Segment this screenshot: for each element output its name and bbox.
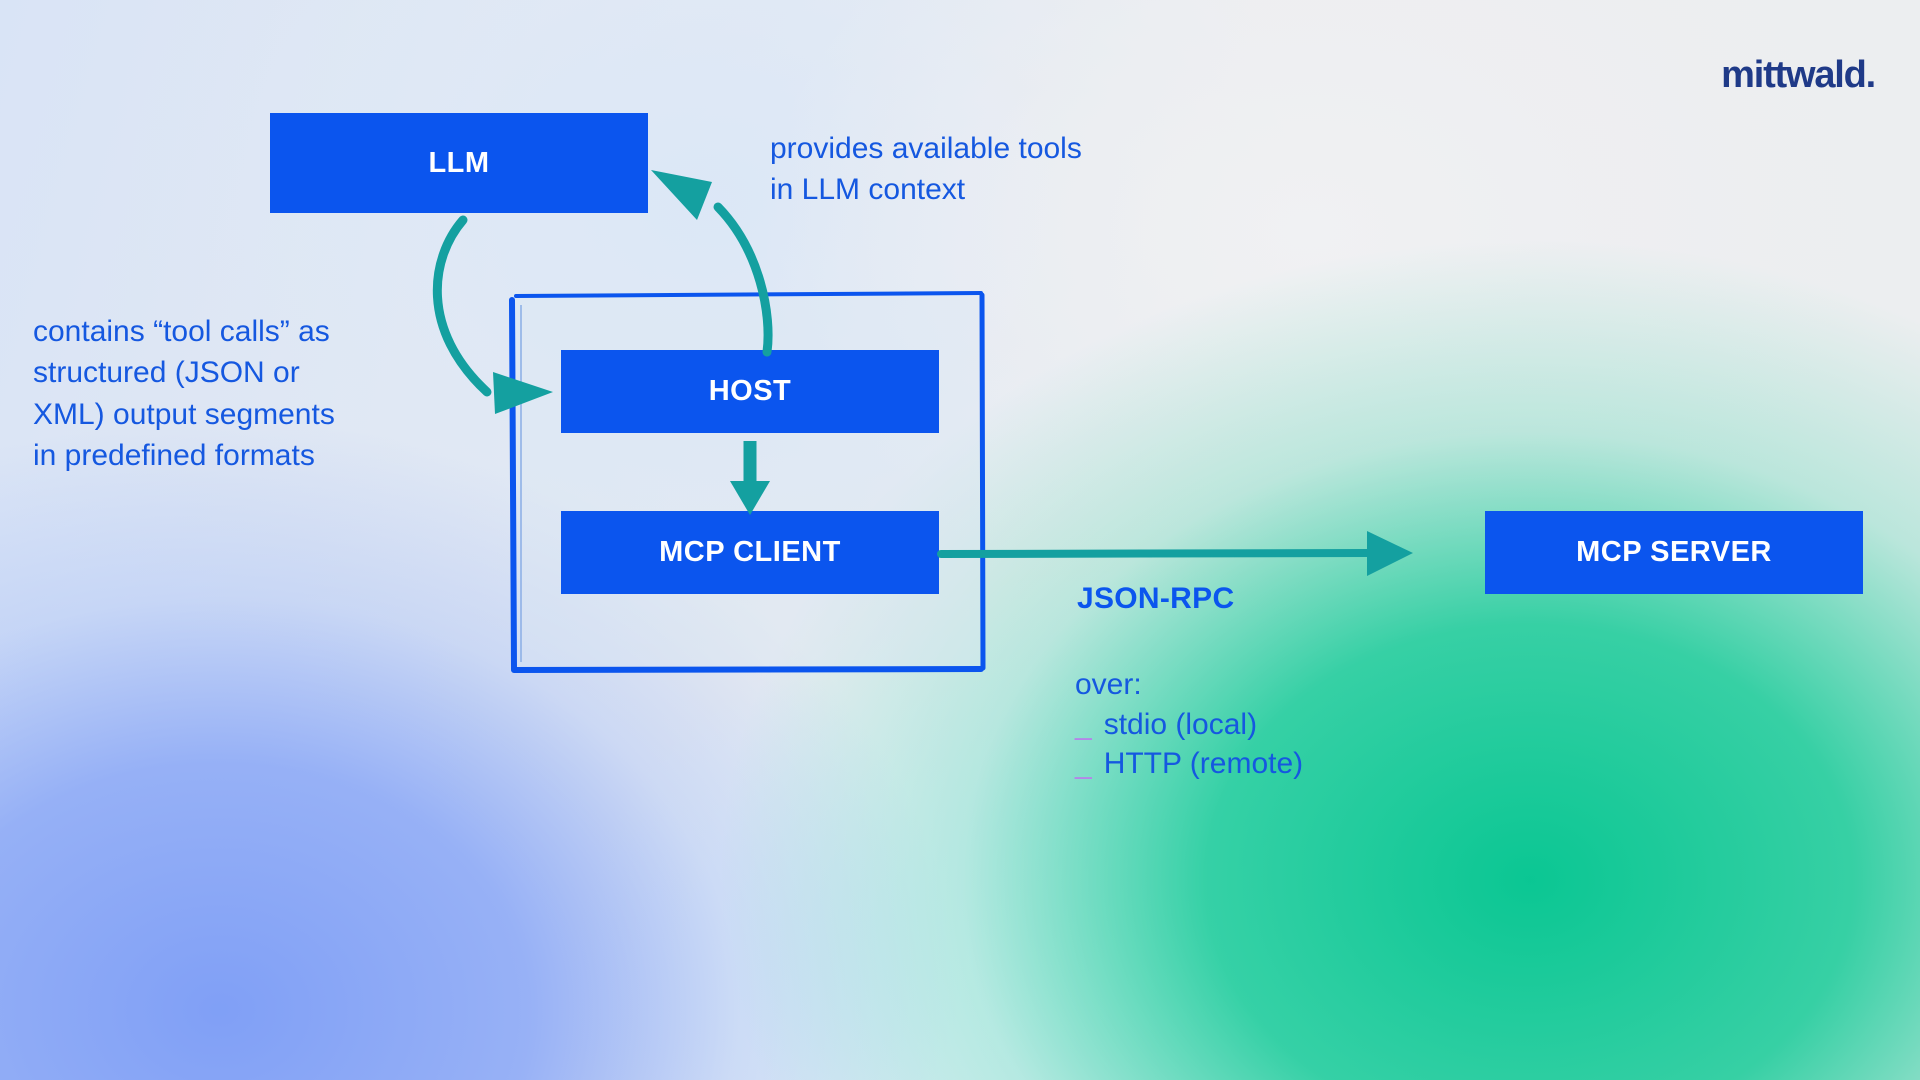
node-host[interactable]: HOST: [561, 350, 939, 433]
bullet-dash-icon: _: [1075, 707, 1092, 741]
transport-option-stdio: _ stdio (local): [1075, 705, 1303, 745]
node-mcp-server[interactable]: MCP SERVER: [1485, 511, 1863, 594]
node-mcp-client[interactable]: MCP CLIENT: [561, 511, 939, 594]
transport-option-stdio-label: stdio (local): [1103, 707, 1258, 741]
label-json-rpc: JSON-RPC: [1077, 582, 1235, 615]
transport-option-http-label: HTTP (remote): [1103, 747, 1304, 781]
transport-option-http: _ HTTP (remote): [1075, 744, 1303, 784]
node-llm[interactable]: LLM: [270, 113, 648, 213]
mittwald-logo: mittwald.: [1721, 54, 1876, 96]
transport-over-label: over:: [1075, 668, 1142, 701]
annotation-provides-tools: provides available tools in LLM context: [770, 132, 1082, 207]
application-container-group: [511, 292, 984, 671]
annotation-tool-calls: contains “tool calls” as structured (JSO…: [33, 315, 335, 473]
bullet-dash-icon: _: [1075, 747, 1092, 781]
transport-options-block: over: _ stdio (local) _ HTTP (remote): [1075, 665, 1303, 784]
